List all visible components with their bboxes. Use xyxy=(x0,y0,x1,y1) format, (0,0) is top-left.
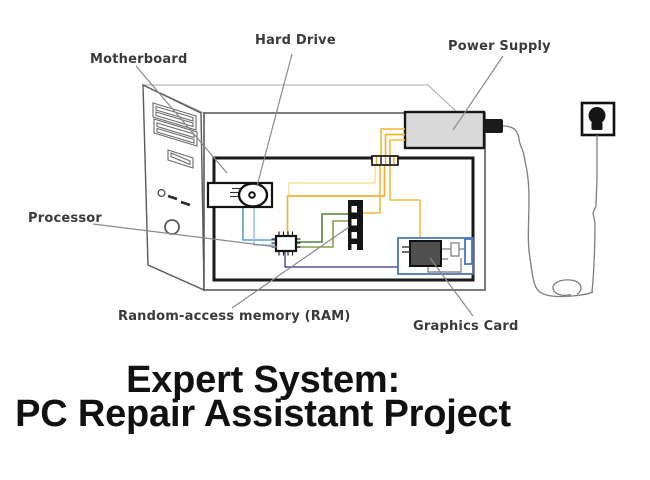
wire-green-olive xyxy=(296,220,348,248)
label-motherboard: Motherboard xyxy=(90,52,188,67)
drive-bay-slots xyxy=(152,102,198,169)
bulb-icon xyxy=(588,107,606,124)
title-line-2: PC Repair Assistant Project xyxy=(15,393,511,435)
wire-psu-light xyxy=(288,157,376,196)
project-title: Expert System: PC Repair Assistant Proje… xyxy=(0,359,526,435)
wire-psu-to-gpu xyxy=(389,139,421,237)
gpu-assembly xyxy=(397,237,474,275)
label-hard-drive: Hard Drive xyxy=(255,33,336,48)
gpu-chip xyxy=(409,240,442,267)
hd-cpu-wires xyxy=(242,206,276,246)
wire-green-dark xyxy=(296,213,348,243)
label-power-supply: Power Supply xyxy=(448,39,551,54)
graphics-card-leader xyxy=(429,257,474,317)
motherboard-leader xyxy=(135,65,228,174)
wire-cpu-to-gpu xyxy=(284,251,398,268)
ram-module xyxy=(348,200,363,250)
label-graphics-card: Graphics Card xyxy=(413,319,519,334)
psu-connector xyxy=(484,119,503,133)
title-line-1: Expert System: xyxy=(126,359,400,401)
power-supply-leader xyxy=(452,55,504,131)
wall-outlet xyxy=(580,101,616,137)
wire-psu-to-ram xyxy=(363,128,405,214)
wire-blue xyxy=(242,206,276,241)
motherboard-outline xyxy=(212,156,475,282)
processor-leader xyxy=(92,223,278,248)
front-panel-buttons xyxy=(157,188,191,207)
mobo-power-connector xyxy=(371,155,399,166)
psu-wires xyxy=(286,128,421,237)
leader-lines xyxy=(92,53,504,317)
label-processor: Processor xyxy=(28,211,103,226)
hard-drive-shape xyxy=(206,181,274,209)
processor-chip xyxy=(271,231,301,256)
wire-blue-light xyxy=(253,206,276,246)
wire-psu-to-cpu xyxy=(286,133,405,233)
power-cord xyxy=(502,125,598,298)
gpu-bracket xyxy=(464,238,473,265)
ram-leader xyxy=(231,226,350,309)
label-ram: Random-access memory (RAM) xyxy=(118,309,351,324)
hard-drive-leader xyxy=(256,53,293,187)
power-supply-unit xyxy=(403,110,503,150)
cpu-ram-wires xyxy=(296,213,348,248)
